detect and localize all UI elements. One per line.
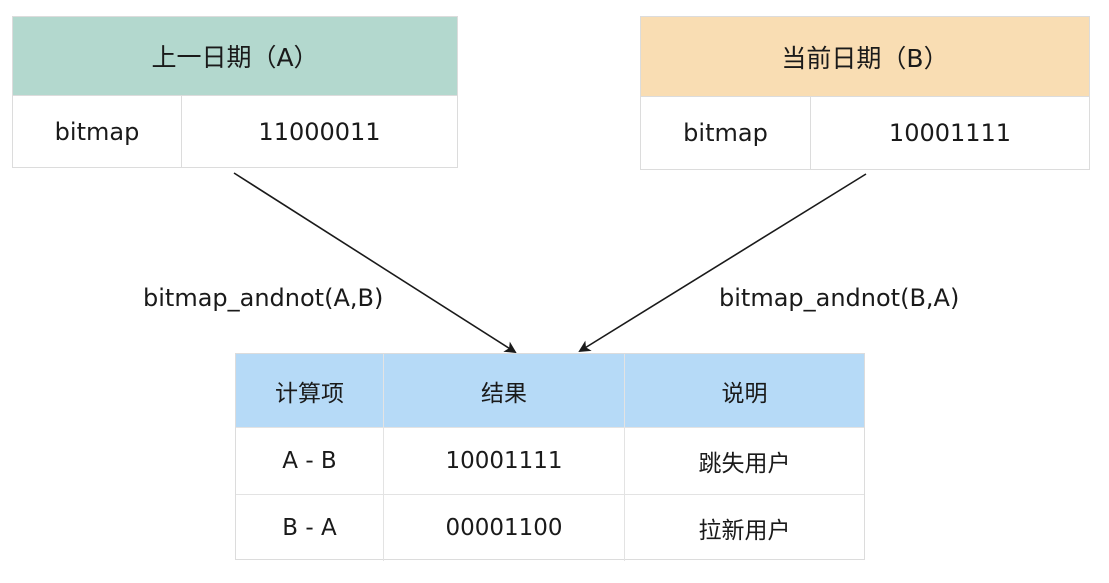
result-value-cell: 10001111 [384, 428, 625, 494]
table-row: B - A 00001100 拉新用户 [236, 494, 864, 561]
previous-date-header: 上一日期（A） [13, 17, 457, 96]
previous-date-bitmap-label: bitmap [13, 96, 182, 167]
result-header-item: 计算项 [236, 354, 384, 427]
result-note-cell: 拉新用户 [698, 518, 791, 544]
current-date-header: 当前日期（B） [641, 17, 1089, 97]
result-header-result: 结果 [384, 354, 625, 427]
current-date-table: 当前日期（B） bitmap 10001111 [640, 16, 1090, 170]
current-date-bitmap-value: 10001111 [888, 119, 1012, 147]
current-date-bitmap-row: bitmap 10001111 [641, 97, 1089, 169]
andnot-b-a-label: bitmap_andnot(B,A) [719, 284, 960, 312]
previous-date-table: 上一日期（A） bitmap 11000011 [12, 16, 458, 168]
previous-date-bitmap-row: bitmap 11000011 [13, 96, 457, 167]
arrow-a-to-result [233, 172, 517, 354]
result-header-row: 计算项 结果 说明 [236, 354, 864, 427]
table-row: A - B 10001111 跳失用户 [236, 427, 864, 494]
arrow-b-to-result [578, 173, 867, 353]
andnot-a-b-label: bitmap_andnot(A,B) [143, 284, 384, 312]
result-value-cell: 00001100 [384, 495, 625, 561]
result-item-cell: B - A [236, 495, 384, 561]
result-note-cell: 跳失用户 [698, 451, 791, 477]
result-header-note: 说明 [721, 380, 768, 407]
current-date-bitmap-label: bitmap [641, 97, 811, 169]
result-item-cell: A - B [236, 428, 384, 494]
result-table: 计算项 结果 说明 A - B 10001111 跳失用户 B - A 0000… [235, 353, 865, 561]
previous-date-bitmap-value: 11000011 [258, 117, 381, 146]
